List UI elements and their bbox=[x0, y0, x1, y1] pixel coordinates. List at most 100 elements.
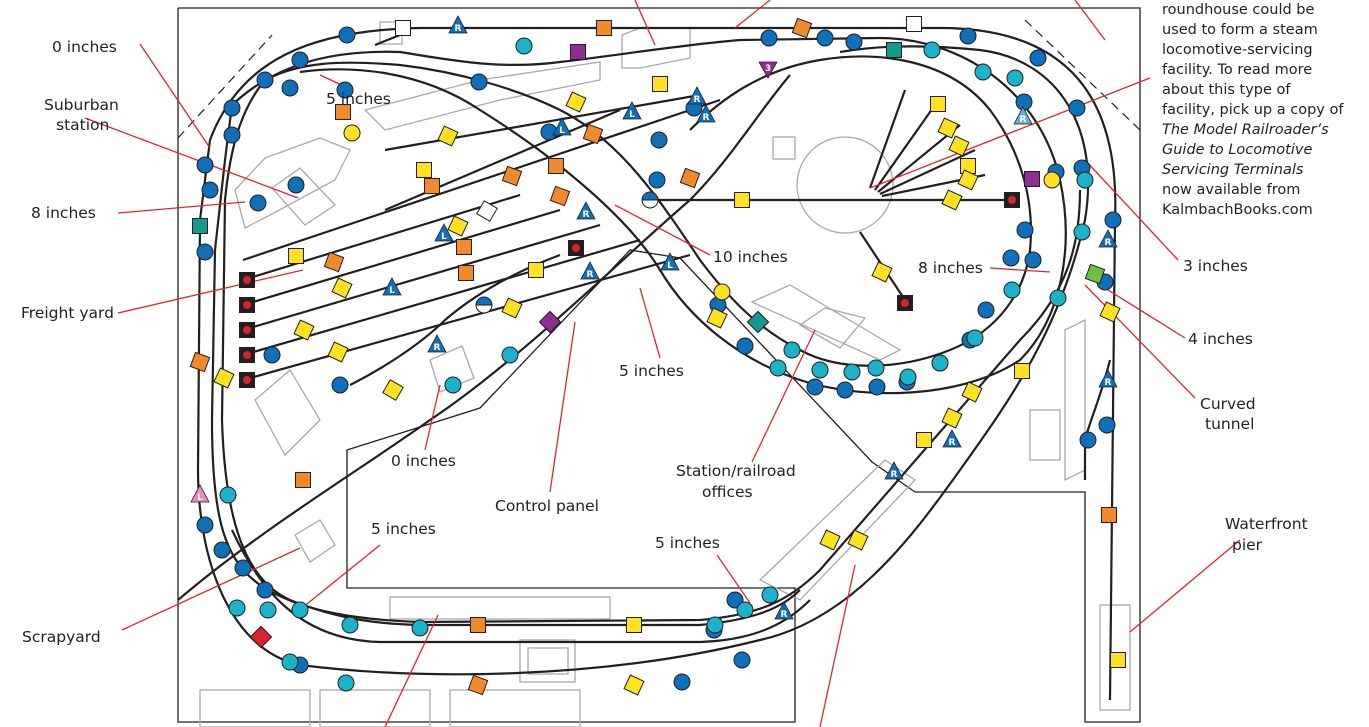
marker-green-square bbox=[1084, 263, 1106, 285]
switch-three-way bbox=[758, 61, 778, 79]
labels: 0 inches Suburban station 5 inches 8 inc… bbox=[21, 38, 1308, 646]
marker-teal-3 bbox=[1006, 69, 1024, 87]
marker-blue-32 bbox=[977, 301, 995, 319]
switch-reverse-9-letter: R bbox=[1105, 238, 1112, 248]
marker-yellow-14 bbox=[871, 261, 893, 283]
note-line-6: facility, pick up a copy of bbox=[1162, 102, 1344, 118]
marker-blue-13 bbox=[331, 376, 349, 394]
label-waterfront-pier-2: pier bbox=[1232, 536, 1263, 554]
marker-yellow-15 bbox=[930, 96, 946, 112]
marker-yellow-13 bbox=[941, 189, 963, 211]
marker-yellow-20 bbox=[706, 307, 728, 329]
switch-reverse-1-letter: R bbox=[694, 95, 701, 105]
marker-blue-30 bbox=[1024, 251, 1042, 269]
switch-reverse-7 bbox=[884, 461, 904, 480]
switch-reverse-5 bbox=[427, 334, 447, 353]
marker-half-circle-white-1 bbox=[475, 304, 493, 314]
marker-yellow-21 bbox=[1014, 363, 1030, 379]
switch-left-0-letter: L bbox=[559, 126, 565, 136]
callout-lines bbox=[84, 0, 1241, 727]
marker-blue-8 bbox=[201, 181, 219, 199]
bumper-6-light bbox=[1008, 196, 1016, 204]
switch-light-blue-letter: R bbox=[1020, 115, 1027, 125]
label-10-inches: 10 inches bbox=[713, 248, 788, 266]
marker-white-square-2 bbox=[476, 200, 498, 222]
marker-yellow-circle-2 bbox=[713, 283, 731, 301]
switch-reverse-10-letter: R bbox=[1105, 378, 1112, 388]
marker-orange-5 bbox=[501, 165, 523, 187]
switch-reverse-10 bbox=[1098, 369, 1118, 388]
label-8-inches-left: 8 inches bbox=[31, 204, 96, 222]
marker-orange-9 bbox=[549, 185, 571, 207]
switch-reverse-8-letter: R bbox=[781, 610, 788, 620]
marker-blue-5 bbox=[281, 79, 299, 97]
marker-yellow-12 bbox=[734, 192, 750, 208]
switch-light-blue bbox=[1013, 106, 1033, 125]
note-line-2: used to form a steam bbox=[1162, 22, 1318, 38]
marker-blue-52 bbox=[1098, 416, 1116, 434]
switch-left-0 bbox=[552, 117, 572, 136]
switch-reverse-3-letter: R bbox=[583, 210, 590, 220]
marker-teal-25 bbox=[761, 586, 779, 604]
note-line-3: locomotive-servicing bbox=[1162, 42, 1313, 58]
marker-dark-teal-square-2 bbox=[886, 42, 902, 58]
marker-teal-2 bbox=[974, 63, 992, 81]
marker-orange-0 bbox=[596, 20, 612, 36]
marker-blue-28 bbox=[1015, 93, 1033, 111]
switch-left-4-letter: L bbox=[667, 261, 673, 271]
marker-blue-29 bbox=[1016, 221, 1034, 239]
marker-teal-5 bbox=[1073, 223, 1091, 241]
switch-reverse-9 bbox=[1098, 229, 1118, 248]
label-5-inches-bottom-right: 5 inches bbox=[655, 534, 720, 552]
marker-dark-teal-square bbox=[192, 218, 208, 234]
marker-teal-13 bbox=[811, 361, 829, 379]
switch-pink-letter: L bbox=[197, 493, 203, 503]
switch-left-1-letter: L bbox=[629, 110, 635, 120]
marker-blue-7 bbox=[196, 156, 214, 174]
marker-white-square-1 bbox=[906, 16, 922, 32]
note-line-4: facility. To read more bbox=[1162, 62, 1312, 78]
label-freight-yard: Freight yard bbox=[21, 304, 114, 322]
bumper-3-light bbox=[243, 351, 251, 359]
marker-blue-23 bbox=[1029, 49, 1047, 67]
marker-blue-44 bbox=[733, 651, 751, 669]
marker-teal-19 bbox=[228, 599, 246, 617]
marker-blue-25 bbox=[1104, 211, 1122, 229]
marker-yellow-circle-0 bbox=[343, 124, 361, 142]
marker-blue-48 bbox=[256, 581, 274, 599]
note-line-8: Guide to Locomotive bbox=[1162, 142, 1312, 158]
switch-reverse-4-letter: R bbox=[587, 270, 594, 280]
marker-teal-9 bbox=[931, 354, 949, 372]
marker-yellow-23 bbox=[941, 407, 963, 429]
marker-yellow-3 bbox=[416, 162, 432, 178]
marker-teal-24 bbox=[706, 616, 724, 634]
switch-reverse-0-letter: R bbox=[455, 24, 462, 34]
marker-blue-22 bbox=[959, 27, 977, 45]
marker-blue-1 bbox=[223, 126, 241, 144]
marker-teal-20 bbox=[259, 601, 277, 619]
marker-yellow-25 bbox=[847, 529, 869, 551]
marker-blue-2 bbox=[256, 71, 274, 89]
marker-blue-36 bbox=[868, 378, 886, 396]
marker-yellow-28 bbox=[623, 674, 645, 696]
label-station-offices-1: Station/railroad bbox=[676, 462, 796, 480]
marker-blue-21 bbox=[845, 33, 863, 51]
switch-three-way-letter: 3 bbox=[765, 64, 771, 74]
marker-teal-26 bbox=[736, 601, 754, 619]
marker-yellow-0 bbox=[652, 76, 668, 92]
marker-blue-46 bbox=[213, 541, 231, 559]
marker-blue-24 bbox=[1068, 99, 1086, 117]
label-waterfront-pier-1: Waterfront bbox=[1225, 515, 1308, 533]
marker-half-circle-1 bbox=[475, 296, 493, 306]
bumper-5-light bbox=[572, 244, 580, 252]
marker-blue-45 bbox=[196, 516, 214, 534]
switch-reverse-2 bbox=[696, 104, 716, 123]
marker-orange-11 bbox=[679, 167, 701, 189]
label-scrapyard: Scrapyard bbox=[22, 628, 101, 646]
marker-yellow-7 bbox=[293, 319, 315, 341]
marker-purple-square-2 bbox=[1024, 171, 1040, 187]
switch-left-2-letter: L bbox=[441, 232, 447, 242]
switch-reverse-2-letter: R bbox=[703, 113, 710, 123]
marker-yellow-10 bbox=[501, 297, 523, 319]
marker-yellow-16 bbox=[937, 117, 959, 139]
